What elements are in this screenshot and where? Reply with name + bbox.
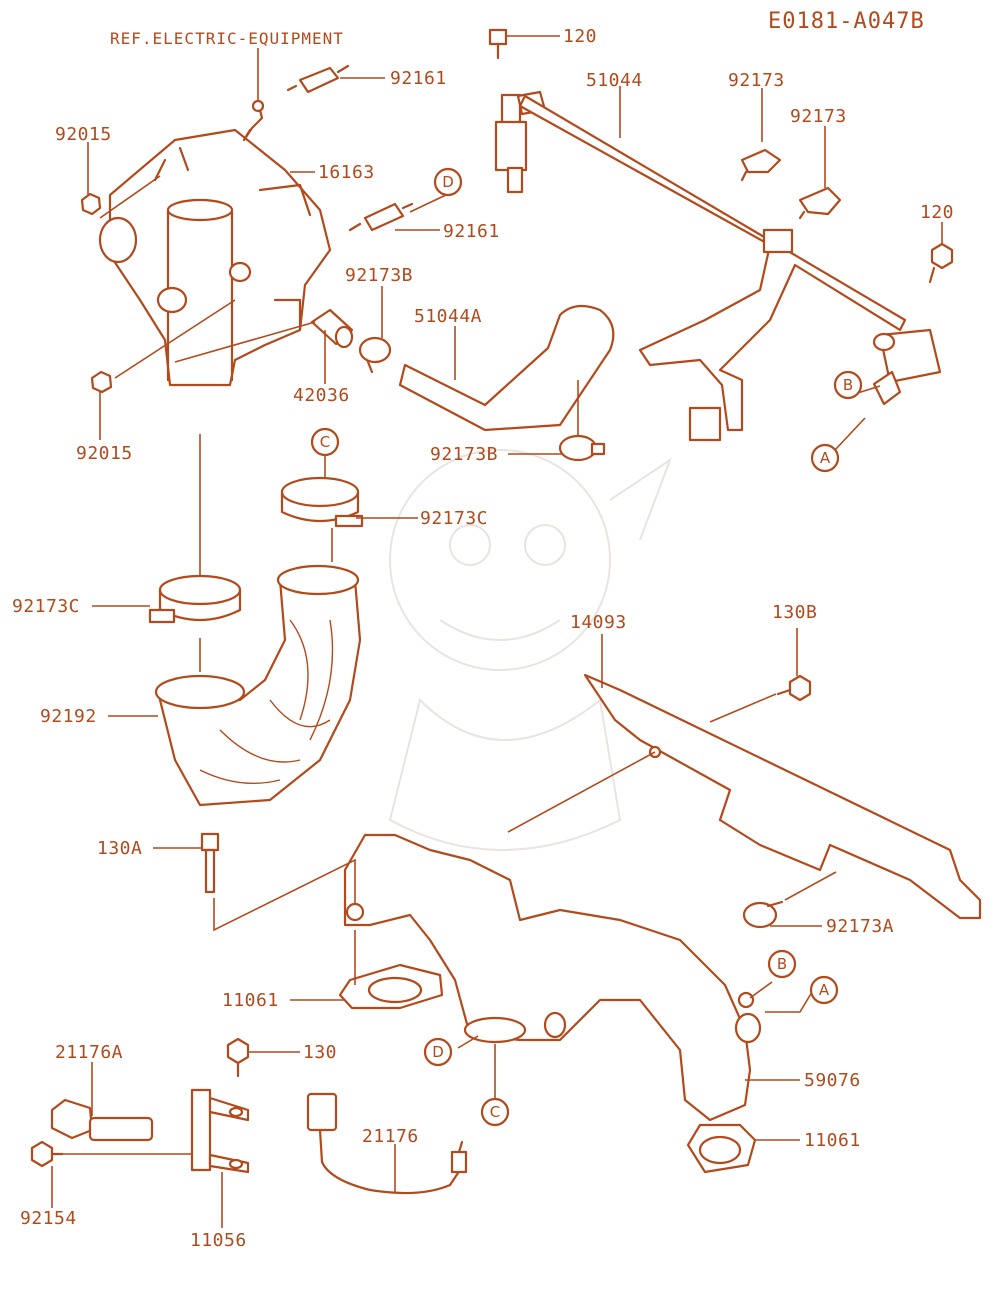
clamp-92173B-top-drawing [358, 336, 392, 374]
hose-end-drawing [688, 406, 722, 442]
part-label-51044A: 51044A [414, 306, 482, 327]
svg-text:A: A [820, 449, 831, 467]
nut-92015-top-drawing [80, 192, 102, 216]
connector-92161-top-drawing [286, 64, 350, 94]
bracket-11056-drawing [190, 1088, 250, 1174]
hose-joint-drawing [762, 228, 794, 254]
part-label-11056: 11056 [190, 1230, 247, 1251]
part-label-92015-top: 92015 [55, 124, 112, 145]
part-label-92173B-bottom: 92173B [430, 444, 498, 465]
bolt-130A-drawing [200, 832, 220, 894]
manifold-bolt-hole-drawing [345, 902, 365, 922]
sensor-eyelet-drawing [251, 99, 265, 113]
manifold-port-b-drawing [737, 991, 755, 1009]
part-label-92173C-top: 92173C [420, 508, 488, 529]
part-label-59076: 59076 [804, 1070, 861, 1091]
bolt-130-drawing [226, 1037, 250, 1078]
watermark-mascot [388, 449, 673, 851]
marker-a-right: A [810, 443, 840, 473]
svg-text:C: C [320, 433, 330, 451]
bolt-130B-drawing [776, 674, 812, 702]
clamp-92173A-drawing [742, 900, 784, 929]
gasket-11061-right-drawing [686, 1123, 757, 1174]
clamp-92173-b-drawing [798, 186, 842, 220]
marker-c-lower: C [480, 1097, 510, 1127]
part-label-92192: 92192 [40, 706, 97, 727]
part-label-92173-a: 92173 [728, 70, 785, 91]
marker-b-lower: B [767, 949, 797, 979]
part-label-16163: 16163 [318, 162, 375, 183]
part-label-92161-mid: 92161 [443, 221, 500, 242]
part-label-42036: 42036 [293, 385, 350, 406]
intake-duct-92192-drawing [154, 564, 362, 807]
clamp-92173C-top-drawing [280, 476, 364, 528]
sensor-lead-drawing [242, 100, 264, 142]
svg-text:B: B [777, 955, 787, 973]
sensor-21176A-drawing [50, 1098, 154, 1142]
marker-a-lower: A [809, 975, 839, 1005]
bolt-120-top-drawing [488, 28, 508, 60]
svg-text:A: A [819, 981, 830, 999]
part-label-21176A: 21176A [55, 1042, 123, 1063]
intake-manifold-59076-drawing [343, 833, 752, 1122]
heat-shield-14093-drawing [583, 673, 982, 920]
gasket-11061-left-drawing [338, 963, 444, 1010]
part-label-92161-top: 92161 [390, 68, 447, 89]
nut-92015-bottom-drawing [90, 370, 113, 394]
sensor-21176-drawing [306, 1092, 468, 1195]
manifold-port-a-drawing [734, 1012, 762, 1044]
part-label-120-right: 120 [920, 202, 954, 223]
part-label-130B: 130B [772, 602, 817, 623]
part-label-11061-left: 11061 [222, 990, 279, 1011]
diagram-code: E0181-A047B [768, 9, 925, 34]
svg-text:D: D [432, 1043, 444, 1061]
part-label-120-top: 120 [563, 26, 597, 47]
hose-42036-drawing [310, 308, 354, 349]
svg-text:C: C [490, 1103, 500, 1121]
bolt-92154-drawing [30, 1140, 64, 1168]
part-label-92173C-left: 92173C [12, 596, 80, 617]
part-label-92173-b: 92173 [790, 106, 847, 127]
part-label-51044: 51044 [586, 70, 643, 91]
part-label-14093: 14093 [570, 612, 627, 633]
hose-51044A-drawing [398, 304, 615, 432]
fuel-hose-51044-drawing [518, 94, 907, 432]
part-label-92173B-top: 92173B [345, 265, 413, 286]
clamp-92173-a-drawing [740, 148, 782, 182]
marker-b-right: B [833, 370, 863, 400]
connector-92161-mid-drawing [348, 202, 414, 232]
bolt-120-right-drawing [928, 242, 954, 284]
part-label-11061-right: 11061 [804, 1130, 861, 1151]
part-label-130A: 130A [97, 838, 142, 859]
reference-note: REF.ELECTRIC-EQUIPMENT [110, 29, 344, 48]
manifold-port-d-drawing [463, 1016, 527, 1044]
part-label-92154: 92154 [20, 1208, 77, 1229]
part-label-92173A: 92173A [826, 916, 894, 937]
throttle-body-drawing [98, 128, 332, 387]
part-label-92015-bottom: 92015 [76, 443, 133, 464]
svg-text:D: D [442, 173, 454, 191]
clamp-92173B-bottom-drawing [558, 434, 606, 462]
leader-lines [51, 35, 943, 1228]
part-label-130: 130 [303, 1042, 337, 1063]
part-label-21176: 21176 [362, 1126, 419, 1147]
marker-d-top: D [433, 167, 463, 197]
manifold-pipe-drawing [543, 1011, 567, 1039]
fuel-injector-right-drawing [872, 328, 942, 406]
marker-d-lower: D [423, 1037, 453, 1067]
marker-c-top: C [310, 427, 340, 457]
clamp-92173C-left-drawing [148, 574, 242, 624]
svg-text:B: B [843, 376, 853, 394]
